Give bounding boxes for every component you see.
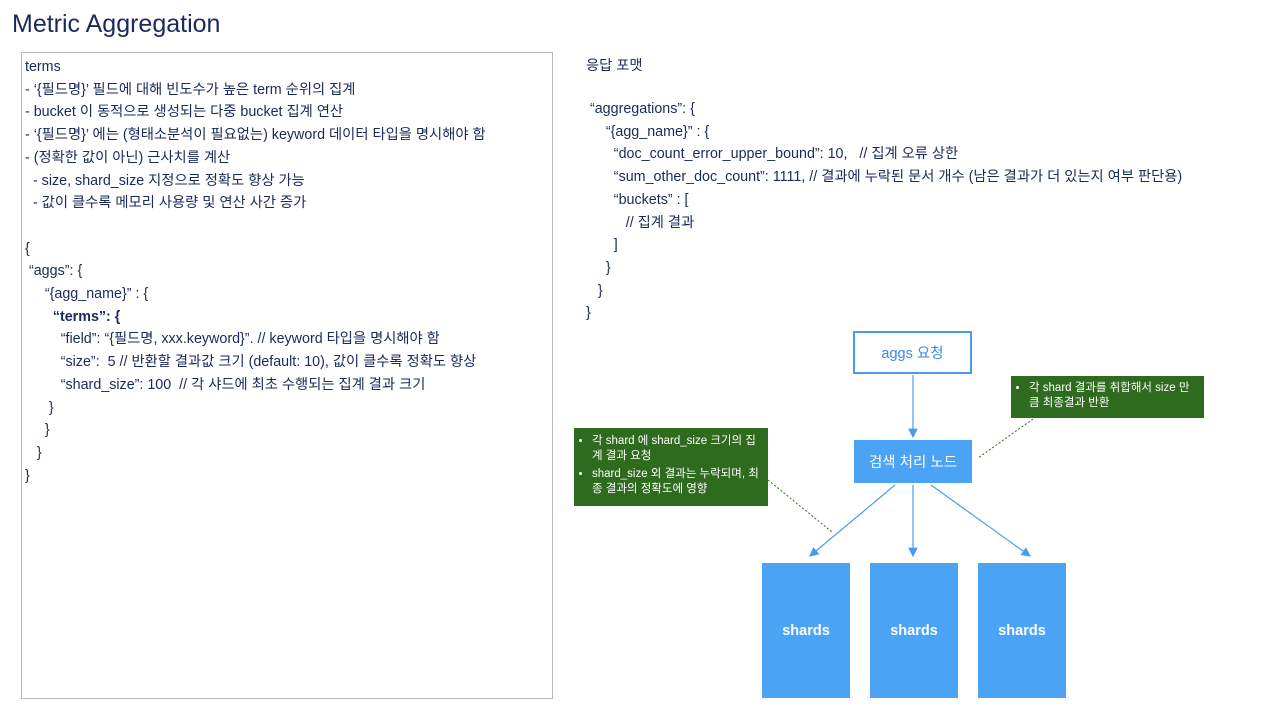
response-line: “aggregations”: {: [586, 101, 695, 117]
page-title: Metric Aggregation: [12, 10, 221, 38]
note-shard-request: 각 shard 에 shard_size 크기의 집계 결과 요청 shard_…: [574, 428, 768, 506]
note-item: shard_size 외 결과는 누락되며, 최종 결과의 정확도에 영향: [592, 467, 762, 497]
note-item: 각 shard 에 shard_size 크기의 집계 결과 요청: [592, 434, 762, 464]
callout-left-leader: [767, 479, 833, 533]
response-line: }: [586, 259, 611, 276]
arrow-node-to-shard-1: [809, 484, 896, 557]
description-line: “{agg_name}” : {: [25, 286, 149, 302]
description-line: “size”: 5 // 반환할 결과값 크기 (default: 10), 값…: [25, 354, 477, 371]
response-line: “doc_count_error_upper_bound”: 10, // 집계…: [586, 146, 959, 163]
description-line: }: [25, 399, 54, 416]
response-line: ]: [586, 237, 618, 254]
note-item: 각 shard 결과를 취합해서 size 만큼 최종결과 반환: [1029, 381, 1198, 411]
description-line: {: [25, 240, 30, 257]
description-line: terms: [25, 59, 61, 75]
description-line: - 값이 클수록 메모리 사용량 및 연산 사간 증가: [25, 195, 307, 212]
terms-description-panel: [21, 52, 553, 699]
search-node-box: 검색 처리 노드: [854, 440, 972, 483]
response-format-heading: 응답 포맷: [586, 58, 643, 74]
shard-box: shards: [870, 563, 958, 698]
description-line: }: [25, 467, 30, 484]
response-line: // 집계 결과: [586, 214, 695, 231]
response-line: “{agg_name}” : {: [586, 123, 710, 140]
description-line: - size, shard_size 지정으로 정확도 향상 가능: [25, 172, 305, 189]
callout-right-leader: [977, 418, 1034, 459]
shard-box: shards: [762, 563, 850, 698]
response-line: }: [586, 305, 591, 322]
description-line: }: [25, 422, 50, 439]
arrow-node-to-shard-3: [930, 484, 1031, 557]
aggs-request-box: aggs 요청: [853, 331, 972, 374]
description-line: “field”: “{필드명, xxx.keyword}”. // keywor…: [25, 331, 440, 348]
description-line: “terms”: {: [25, 308, 121, 325]
shard-box: shards: [978, 563, 1066, 698]
description-line: - ‘{필드명}’ 필드에 대해 빈도수가 높은 term 순위의 집계: [25, 81, 356, 98]
description-line: - bucket 이 동적으로 생성되는 다중 bucket 집계 연산: [25, 104, 344, 121]
response-line: }: [586, 282, 603, 299]
description-line: - (정확한 값이 아닌) 근사치를 계산: [25, 149, 231, 166]
note-final-result: 각 shard 결과를 취합해서 size 만큼 최종결과 반환: [1011, 376, 1204, 418]
description-line: - ‘{필드명}’ 에는 (형태소분석이 필요없는) keyword 데이터 타…: [25, 127, 486, 144]
description-line: “aggs”: {: [25, 263, 83, 280]
description-line: “shard_size”: 100 // 각 샤드에 최초 수행되는 집계 결과…: [25, 376, 426, 393]
response-line: “sum_other_doc_count”: 1111, // 결과에 누락된 …: [586, 169, 1183, 186]
response-line: “buckets” : [: [586, 191, 689, 208]
description-line: }: [25, 444, 42, 461]
